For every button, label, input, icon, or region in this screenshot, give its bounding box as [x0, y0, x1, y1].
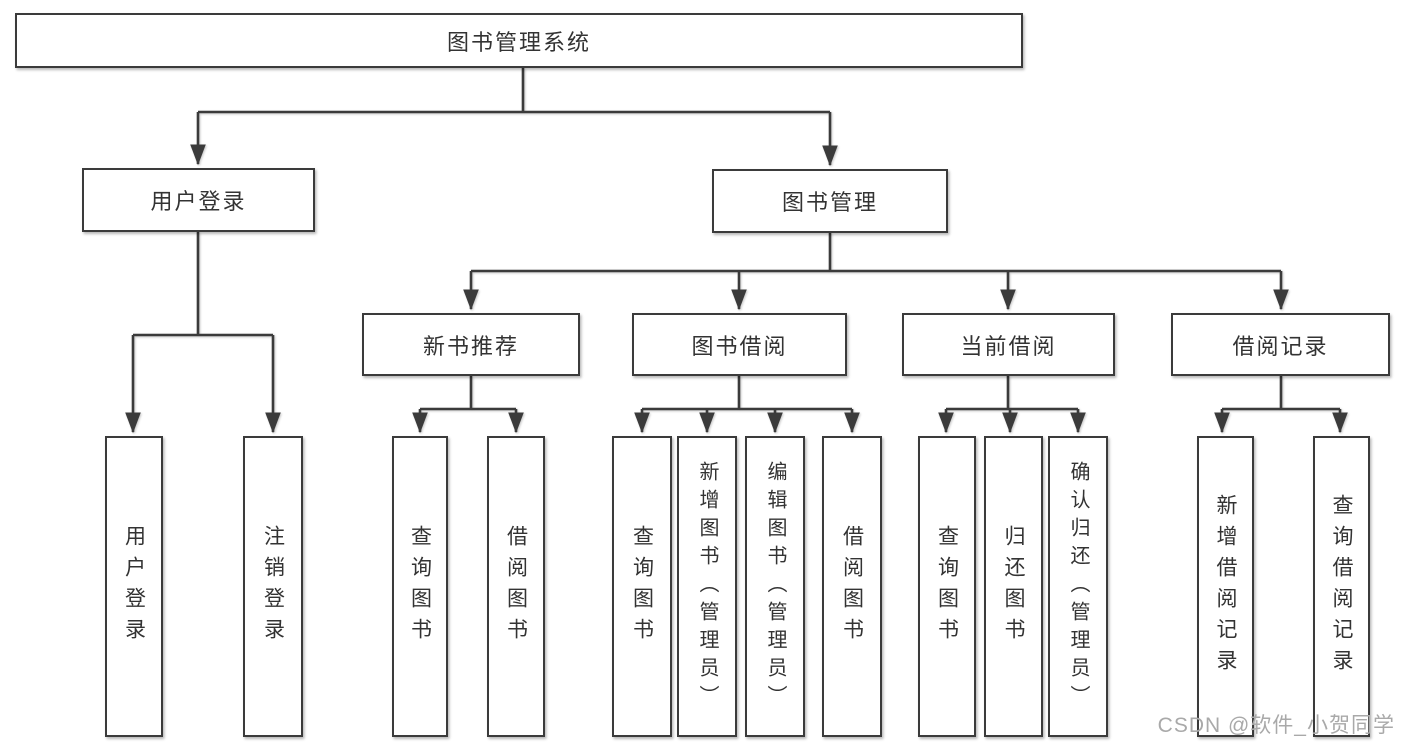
- leaf-confirm-return-admin: 确认归还（管理员）: [1048, 436, 1108, 737]
- node-current-borrowing: 当前借阅: [902, 313, 1115, 376]
- node-book-borrowing: 图书借阅: [632, 313, 847, 376]
- leaf-query-borrow-record: 查询借阅记录: [1313, 436, 1370, 737]
- node-root: 图书管理系统: [15, 13, 1023, 68]
- leaf-borrow-books-recommend: 借阅图书: [487, 436, 545, 737]
- leaf-borrow-books-borrowing: 借阅图书: [822, 436, 882, 737]
- leaf-add-books-admin: 新增图书（管理员）: [677, 436, 737, 737]
- leaf-return-books: 归还图书: [984, 436, 1043, 737]
- watermark: CSDN @软件_小贺同学: [1157, 714, 1395, 737]
- node-book-management: 图书管理: [712, 169, 948, 233]
- leaf-query-books-borrowing: 查询图书: [612, 436, 672, 737]
- node-borrowing-records: 借阅记录: [1171, 313, 1390, 376]
- leaf-edit-books-admin: 编辑图书（管理员）: [745, 436, 805, 737]
- leaf-user-login: 用户登录: [105, 436, 163, 737]
- node-user-login: 用户登录: [82, 168, 315, 232]
- leaf-logout: 注销登录: [243, 436, 303, 737]
- leaf-query-books-current: 查询图书: [918, 436, 976, 737]
- node-new-book-recommendation: 新书推荐: [362, 313, 580, 376]
- leaf-add-borrow-record: 新增借阅记录: [1197, 436, 1254, 737]
- leaf-query-books-recommend: 查询图书: [392, 436, 448, 737]
